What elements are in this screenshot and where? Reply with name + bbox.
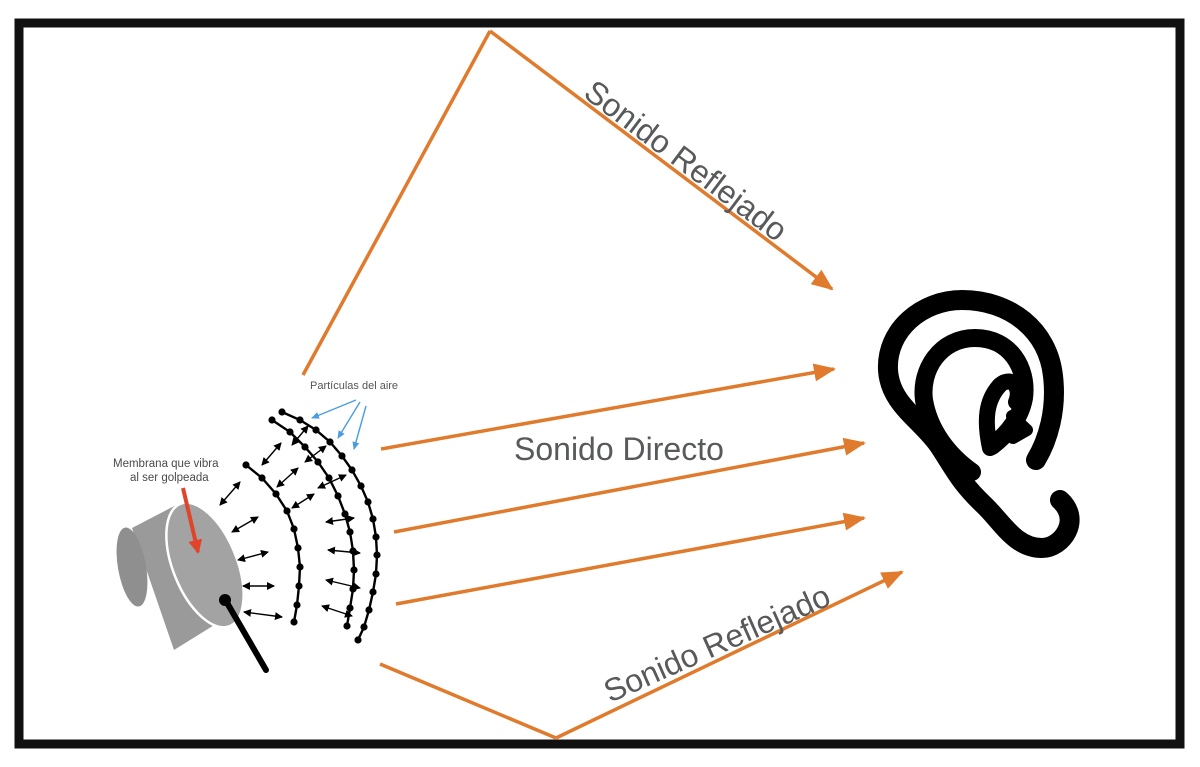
vibration-arrow — [231, 516, 259, 533]
membrane-label-line1: Membrana que vibra — [113, 458, 219, 470]
vibration-arrow — [219, 481, 241, 506]
drum-icon — [116, 501, 245, 650]
air-particle — [272, 490, 280, 498]
wavefront-2 — [271, 419, 356, 627]
air-particle — [286, 428, 294, 436]
air-particle — [295, 582, 303, 590]
air-particle — [346, 604, 354, 612]
air-particle — [290, 618, 298, 626]
vibration-arrow — [304, 445, 327, 463]
vibration-arrows — [219, 425, 361, 621]
air-particle — [325, 474, 333, 482]
air-particle — [372, 533, 380, 541]
vibration-arrow — [321, 604, 353, 618]
direct-label: Sonido Directo — [514, 431, 724, 467]
air-particle — [341, 510, 349, 518]
wavefront-3 — [281, 410, 379, 641]
air-particle — [334, 492, 342, 500]
air-particle — [326, 438, 334, 446]
air-particle — [369, 588, 377, 596]
air-particle — [278, 408, 286, 416]
air-particle — [294, 544, 302, 552]
direct-sound-arrows — [380, 363, 866, 606]
reflected-bottom-label: Sonido Reflejado — [598, 577, 835, 709]
air-particle — [293, 601, 301, 609]
vibration-arrow — [291, 493, 315, 509]
air-particle — [357, 482, 365, 490]
air-particle — [348, 466, 356, 474]
air-particle — [364, 498, 372, 506]
air-particle — [338, 452, 346, 460]
vibration-arrow — [325, 515, 355, 525]
air-particle — [312, 426, 320, 434]
air-particle — [360, 623, 368, 631]
air-particle — [258, 474, 266, 482]
air-particle — [283, 507, 291, 515]
membrane-pointer — [181, 487, 203, 554]
vibration-arrow — [325, 577, 361, 591]
air-particle — [290, 525, 298, 533]
air-particle-wavefronts — [242, 408, 381, 644]
air-particle — [372, 570, 380, 578]
air-particle — [354, 636, 362, 644]
vibration-arrow — [327, 546, 361, 557]
drumstick-icon — [219, 594, 269, 673]
air-particle — [242, 461, 250, 469]
air-particle — [369, 515, 377, 523]
ear-icon — [877, 290, 1080, 558]
air-particles-label: Partículas del aire — [310, 380, 398, 392]
air-particle — [314, 458, 322, 466]
air-particle — [268, 416, 276, 424]
air-particle — [343, 622, 351, 630]
vibration-arrow — [237, 549, 269, 563]
air-particle — [296, 563, 304, 571]
vibration-arrow — [261, 442, 282, 466]
air-particle — [301, 443, 309, 451]
air-particle — [296, 416, 304, 424]
air-particle — [346, 528, 354, 536]
air-particle — [349, 547, 357, 555]
air-particle — [373, 551, 381, 559]
membrane-label-line2: al ser golpeada — [130, 472, 209, 484]
air-particle — [365, 606, 373, 614]
air-particles-pointers — [311, 399, 367, 450]
air-particle — [350, 566, 358, 574]
reflected-bottom-path — [379, 570, 904, 740]
vibration-arrow — [276, 467, 299, 488]
wavefront-1 — [245, 464, 302, 623]
reflected-top-path — [301, 29, 834, 376]
vibration-arrow — [243, 608, 283, 621]
vibration-arrow — [317, 474, 347, 489]
vibration-arrow — [291, 425, 309, 446]
diagram-frame — [14, 18, 1185, 749]
reflected-top-label: Sonido Reflejado — [578, 73, 794, 248]
